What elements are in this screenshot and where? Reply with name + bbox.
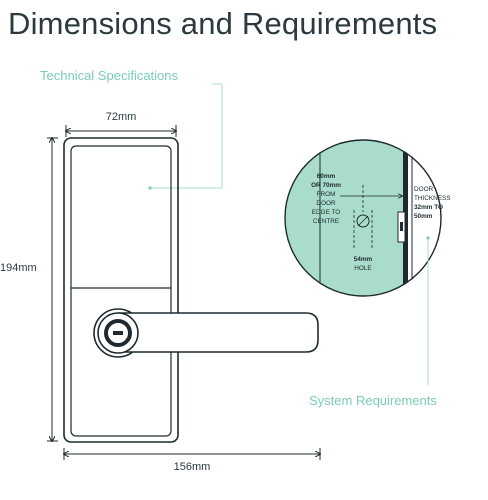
system-requirements-dot <box>426 236 430 240</box>
latch-bolt <box>400 222 403 231</box>
thickness-text-1: DOOR <box>414 186 434 193</box>
backset-text-4: DOOR <box>316 200 336 207</box>
backset-text-5: EDGE TO <box>312 209 341 216</box>
hole-crosshair <box>357 215 369 227</box>
backset-text-1: 60mm <box>317 173 336 180</box>
hole-circle <box>356 214 370 228</box>
thickness-text-3: 32mm TO <box>414 204 443 211</box>
height-dimension-label: 194mm <box>0 262 37 274</box>
thickness-text-2: THICKNESS <box>414 195 451 202</box>
technical-specifications-label: Technical Specifications <box>40 68 179 83</box>
door-detail-border <box>284 139 442 297</box>
lock-body-inner <box>70 145 172 437</box>
system-requirements-label: System Requirements <box>309 393 437 408</box>
door-thickness-area <box>408 140 441 296</box>
tech-spec-leader <box>150 83 223 189</box>
lock-body-outer <box>63 137 179 443</box>
backset-text-3: FROM <box>317 191 336 198</box>
hole-text-2: HOLE <box>354 265 371 272</box>
thickness-text-4: 50mm <box>414 213 433 220</box>
page-title: Dimensions and Requirements <box>8 6 438 41</box>
depth-dimension-label: 156mm <box>174 461 211 473</box>
handle-lever <box>118 312 319 353</box>
key-slot <box>113 331 123 335</box>
backset-text-6: CENTRE <box>313 218 339 225</box>
door-face-panel <box>285 140 403 296</box>
width-dimension-label: 72mm <box>106 111 137 123</box>
door-detail-callout: 60mm OR 70mm FROM DOOR EDGE TO CENTRE 54… <box>284 139 451 297</box>
key-cylinder-ring <box>104 319 132 347</box>
backset-text-2: OR 70mm <box>311 182 341 189</box>
tech-spec-dot <box>148 186 152 190</box>
hole-text-1: 54mm <box>354 256 373 263</box>
